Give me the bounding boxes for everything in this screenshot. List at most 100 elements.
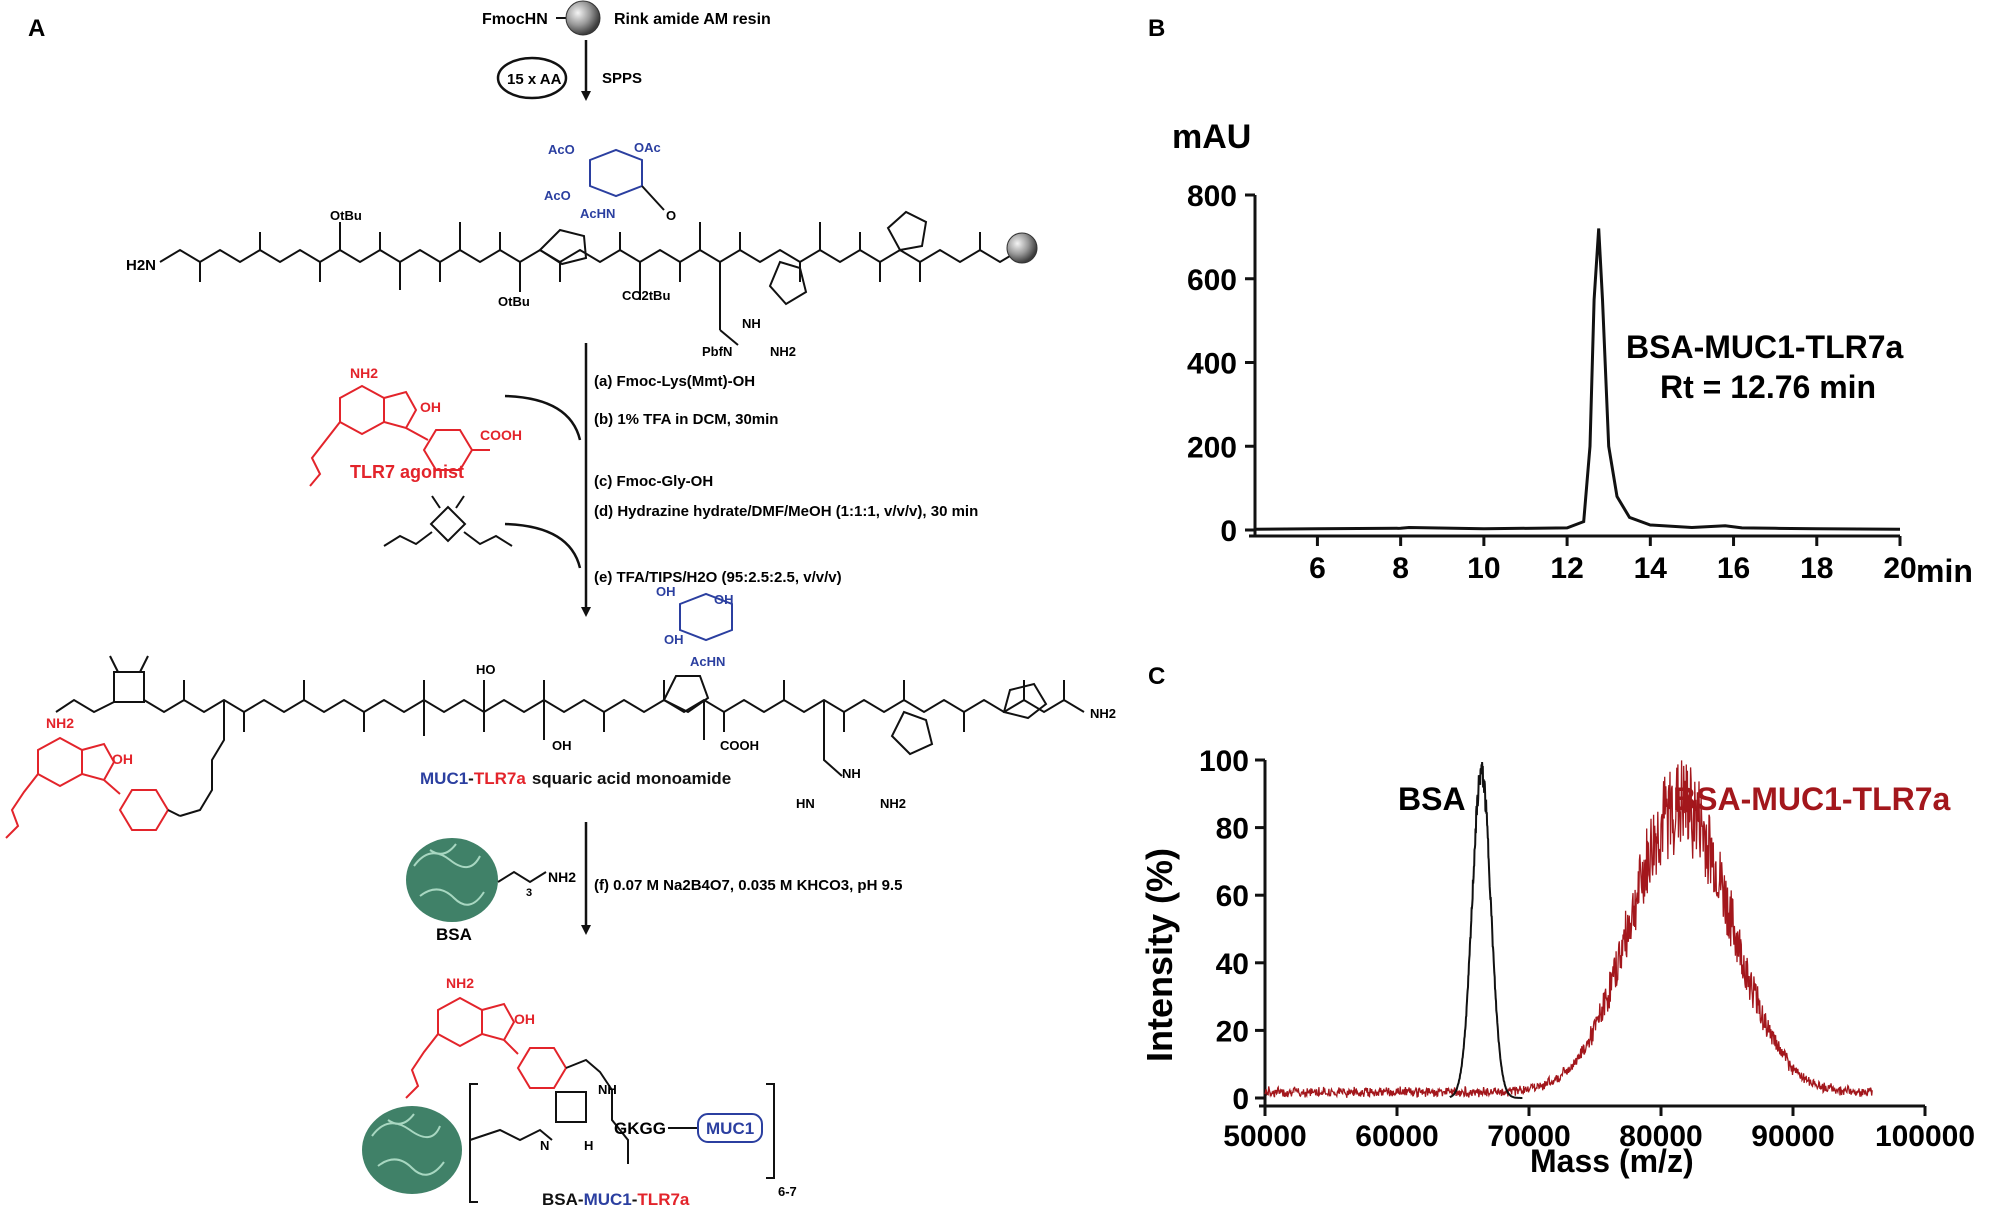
product-label-muc1: MUC1 <box>420 769 468 788</box>
chart-b-xtick-label: 12 <box>1550 552 1583 585</box>
chart-b-xtick-label: 10 <box>1467 552 1500 585</box>
chart-c-xtick-label: 90000 <box>1751 1120 1834 1153</box>
chart-b-ytick-label: 400 <box>1187 348 1237 381</box>
final-nh: NH <box>598 1082 617 1097</box>
chart-c-ylabel: Intensity (%) <box>1139 848 1180 1062</box>
final-h-label: H <box>584 1138 593 1153</box>
o-label-1: O <box>666 208 676 223</box>
p2-oh-3: OH <box>664 632 684 647</box>
spps-cycle-label: 15 x AA <box>507 71 562 88</box>
p2-nh2: NH2 <box>880 796 906 811</box>
squarate-ring <box>113 671 145 703</box>
p2-ho: HO <box>476 662 496 677</box>
chart-b-ytick-label: 200 <box>1187 431 1237 464</box>
nh2-label-1: NH2 <box>770 344 796 359</box>
chart-b-xtick-label: 18 <box>1800 552 1833 585</box>
chart-c-xtick-label: 70000 <box>1487 1120 1570 1153</box>
chart-c-xlabel: Mass (m/z) <box>1530 1143 1694 1179</box>
legend-bsa: BSA <box>1398 781 1466 817</box>
bsa-label: BSA <box>436 925 472 944</box>
reagent-curve-2 <box>504 522 582 569</box>
p2-proline-3 <box>1002 682 1048 720</box>
final-nh2: NH2 <box>446 975 474 991</box>
tlr7-nh2: NH2 <box>350 365 378 381</box>
chart-b-xtick-label: 6 <box>1309 552 1326 585</box>
chart-c-xtick-label: 60000 <box>1355 1120 1438 1153</box>
muc1-box <box>697 1113 763 1143</box>
chart-b-xtick-label: 20 <box>1883 552 1916 585</box>
bsa-chain-sub: 3 <box>526 887 532 899</box>
tlr7-cooh: COOH <box>480 427 522 443</box>
final-label: BSA-MUC1-TLR7a <box>542 1190 690 1209</box>
panel-b-label: B <box>1148 15 1165 42</box>
final-label-dash-1: - <box>578 1190 584 1209</box>
aco-label-2: AcO <box>544 188 571 203</box>
panel-a: A FmocHN Rink amide AM resin 15 x AA SPP… <box>5 0 1116 1209</box>
final-oh: OH <box>514 1011 535 1027</box>
chart-c-xtick-label: 80000 <box>1619 1120 1702 1153</box>
p2-proline-2 <box>890 710 934 756</box>
chart-c-ytick-label: 100 <box>1199 745 1249 778</box>
chart-c-ytick-label: 40 <box>1216 948 1249 981</box>
chart-b-ytick-label: 0 <box>1220 515 1237 548</box>
pbfn-label: PbfN <box>702 344 732 359</box>
chart-b-series-line <box>1254 228 1901 531</box>
step-b: (b) 1% TFA in DCM, 30min <box>594 411 778 428</box>
chart-b-ytick-label: 600 <box>1187 264 1237 297</box>
fmoc-label: FmocHN <box>482 11 548 28</box>
resin-bead-icon-2 <box>1006 232 1038 264</box>
chart-c-xtick-label: 50000 <box>1223 1120 1306 1153</box>
step-d: (d) Hydrazine hydrate/DMF/MeOH (1:1:1, v… <box>594 503 978 520</box>
galnac-ring-1 <box>589 148 643 198</box>
peptide-1-backbone <box>159 248 1021 264</box>
glyco-link-1 <box>641 185 665 211</box>
product-label-dash: - <box>468 769 474 788</box>
tlr7-oh: OH <box>420 399 441 415</box>
chart-c-ytick-label: 60 <box>1216 880 1249 913</box>
panel-a-label: A <box>28 15 45 42</box>
step-e: (e) TFA/TIPS/H2O (95:2.5:2.5, v/v/v) <box>594 569 842 586</box>
panel-c-label: C <box>1148 663 1165 690</box>
bracket-right <box>766 1083 775 1179</box>
tlr7-agonist-structure: NH2 OH COOH TLR7 agonist <box>309 365 522 487</box>
peptide-2-structure: HO OH OH OH AcHN OH COOH NH HN NH2 NH2 N… <box>5 584 1116 839</box>
chart-c-ytick-label: 80 <box>1216 813 1249 846</box>
oac-label: OAc <box>634 140 661 155</box>
chart-c-series-bsa <box>1449 761 1523 1099</box>
final-subscript: 6-7 <box>778 1184 797 1199</box>
reagent-curve-1 <box>504 394 582 441</box>
spps-label: SPPS <box>602 70 642 87</box>
product-label-tlr7a: TLR7a <box>474 769 527 788</box>
tlr7-label: TLR7 agonist <box>350 462 464 482</box>
legend-conjugate: BSA-MUC1-TLR7a <box>1673 781 1951 817</box>
chart-b-annotation-1: BSA-MUC1-TLR7a <box>1626 329 1904 365</box>
p2-oh-1: OH <box>656 584 676 599</box>
final-gkgg: GKGG <box>614 1119 666 1138</box>
chart-b-ytick-label: 800 <box>1187 180 1237 213</box>
bsa-lysine-chain <box>497 870 547 884</box>
final-n-label: N <box>540 1138 549 1153</box>
cycle-icon <box>496 56 568 100</box>
p2-cooh: COOH <box>720 738 759 753</box>
diethyl-squarate-structure <box>383 495 513 547</box>
final-squarate-ring <box>555 1091 587 1123</box>
proline-ring-2 <box>768 260 808 306</box>
tlr7-oh-2: OH <box>112 751 133 767</box>
bsa-protein-icon <box>406 838 498 922</box>
otbu-label-2: OtBu <box>498 294 530 309</box>
peptide-1-structure: H2N OtBu OtBu CO <box>126 140 1038 359</box>
p2-oh-2: OH <box>714 592 734 607</box>
final-label-bsa: BSA <box>542 1190 578 1209</box>
carbonyls-1 <box>199 222 981 346</box>
resin-bead-icon <box>565 0 601 36</box>
galnac-ring-2 <box>679 592 733 642</box>
chart-b-xtick-label: 8 <box>1392 552 1409 585</box>
final-tlr7-structure <box>405 996 568 1099</box>
tlr7-nh2-2: NH2 <box>46 715 74 731</box>
achn-label-1: AcHN <box>580 206 615 221</box>
